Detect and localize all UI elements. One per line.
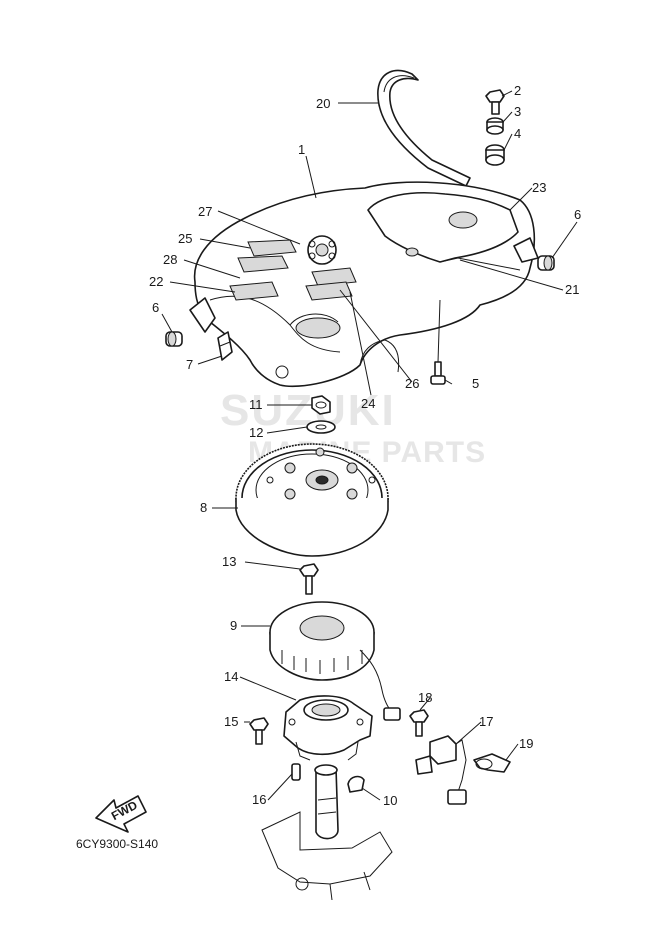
callout-17: 17 <box>479 714 493 729</box>
callout-14: 14 <box>224 669 238 684</box>
callout-4: 4 <box>514 126 521 141</box>
callout-25: 25 <box>178 231 192 246</box>
callout-26: 26 <box>405 376 419 391</box>
callout-27: 27 <box>198 204 212 219</box>
callout-9: 9 <box>230 618 237 633</box>
callout-5: 5 <box>472 376 479 391</box>
callout-8: 8 <box>200 500 207 515</box>
callout-10: 10 <box>383 793 397 808</box>
bolt-part-18 <box>409 709 429 737</box>
clip-part-7 <box>217 331 233 361</box>
callout-13: 13 <box>222 554 236 569</box>
callout-20: 20 <box>316 96 330 111</box>
callout-18: 18 <box>418 690 432 705</box>
callout-7: 7 <box>186 357 193 372</box>
bolt-part-5 <box>430 361 446 385</box>
callout-3: 3 <box>514 104 521 119</box>
collar-part-3 <box>486 117 504 135</box>
callout-6-right: 6 <box>574 207 581 222</box>
grommet-part-6-right <box>537 255 555 271</box>
callout-1: 1 <box>298 142 305 157</box>
bolt-part-13 <box>299 563 319 595</box>
callout-11: 11 <box>249 397 263 412</box>
base-plate-part-14 <box>283 695 373 761</box>
fwd-arrow-icon: FWD <box>95 795 147 833</box>
callout-21: 21 <box>565 282 579 297</box>
washer-part-12 <box>306 420 336 434</box>
callout-15: 15 <box>224 714 238 729</box>
crankshaft <box>261 764 393 901</box>
callout-28: 28 <box>163 252 177 267</box>
hose-part-20 <box>377 69 471 187</box>
grommet-part-6-left <box>165 331 183 347</box>
callout-2: 2 <box>514 83 521 98</box>
pin-part-16 <box>291 763 301 781</box>
callout-19: 19 <box>519 736 533 751</box>
callout-12: 12 <box>249 425 263 440</box>
nut-part-11 <box>311 395 331 415</box>
diagram-code: 6CY9300-S140 <box>76 837 158 851</box>
flywheel-part-8 <box>235 443 389 557</box>
grommet-part-4 <box>485 144 505 166</box>
pulser-coil-part-17 <box>415 735 467 805</box>
callout-22: 22 <box>149 274 163 289</box>
callout-23: 23 <box>532 180 546 195</box>
bolt-part-15 <box>249 717 269 745</box>
watermark: SUZUKI MARINE PARTS <box>220 386 485 469</box>
callout-labels: 20 2 3 4 1 23 6 27 25 28 22 21 6 7 26 5 … <box>149 83 581 808</box>
key-part-10 <box>347 775 365 793</box>
callout-6-left: 6 <box>152 300 159 315</box>
stator-part-9 <box>269 601 401 721</box>
callout-24: 24 <box>361 396 375 411</box>
flywheel-cover-part-1 <box>189 181 539 388</box>
callout-16: 16 <box>252 792 266 807</box>
leader-lines <box>161 90 578 801</box>
clamp-part-19 <box>473 753 511 773</box>
bolt-part-2 <box>485 89 505 115</box>
